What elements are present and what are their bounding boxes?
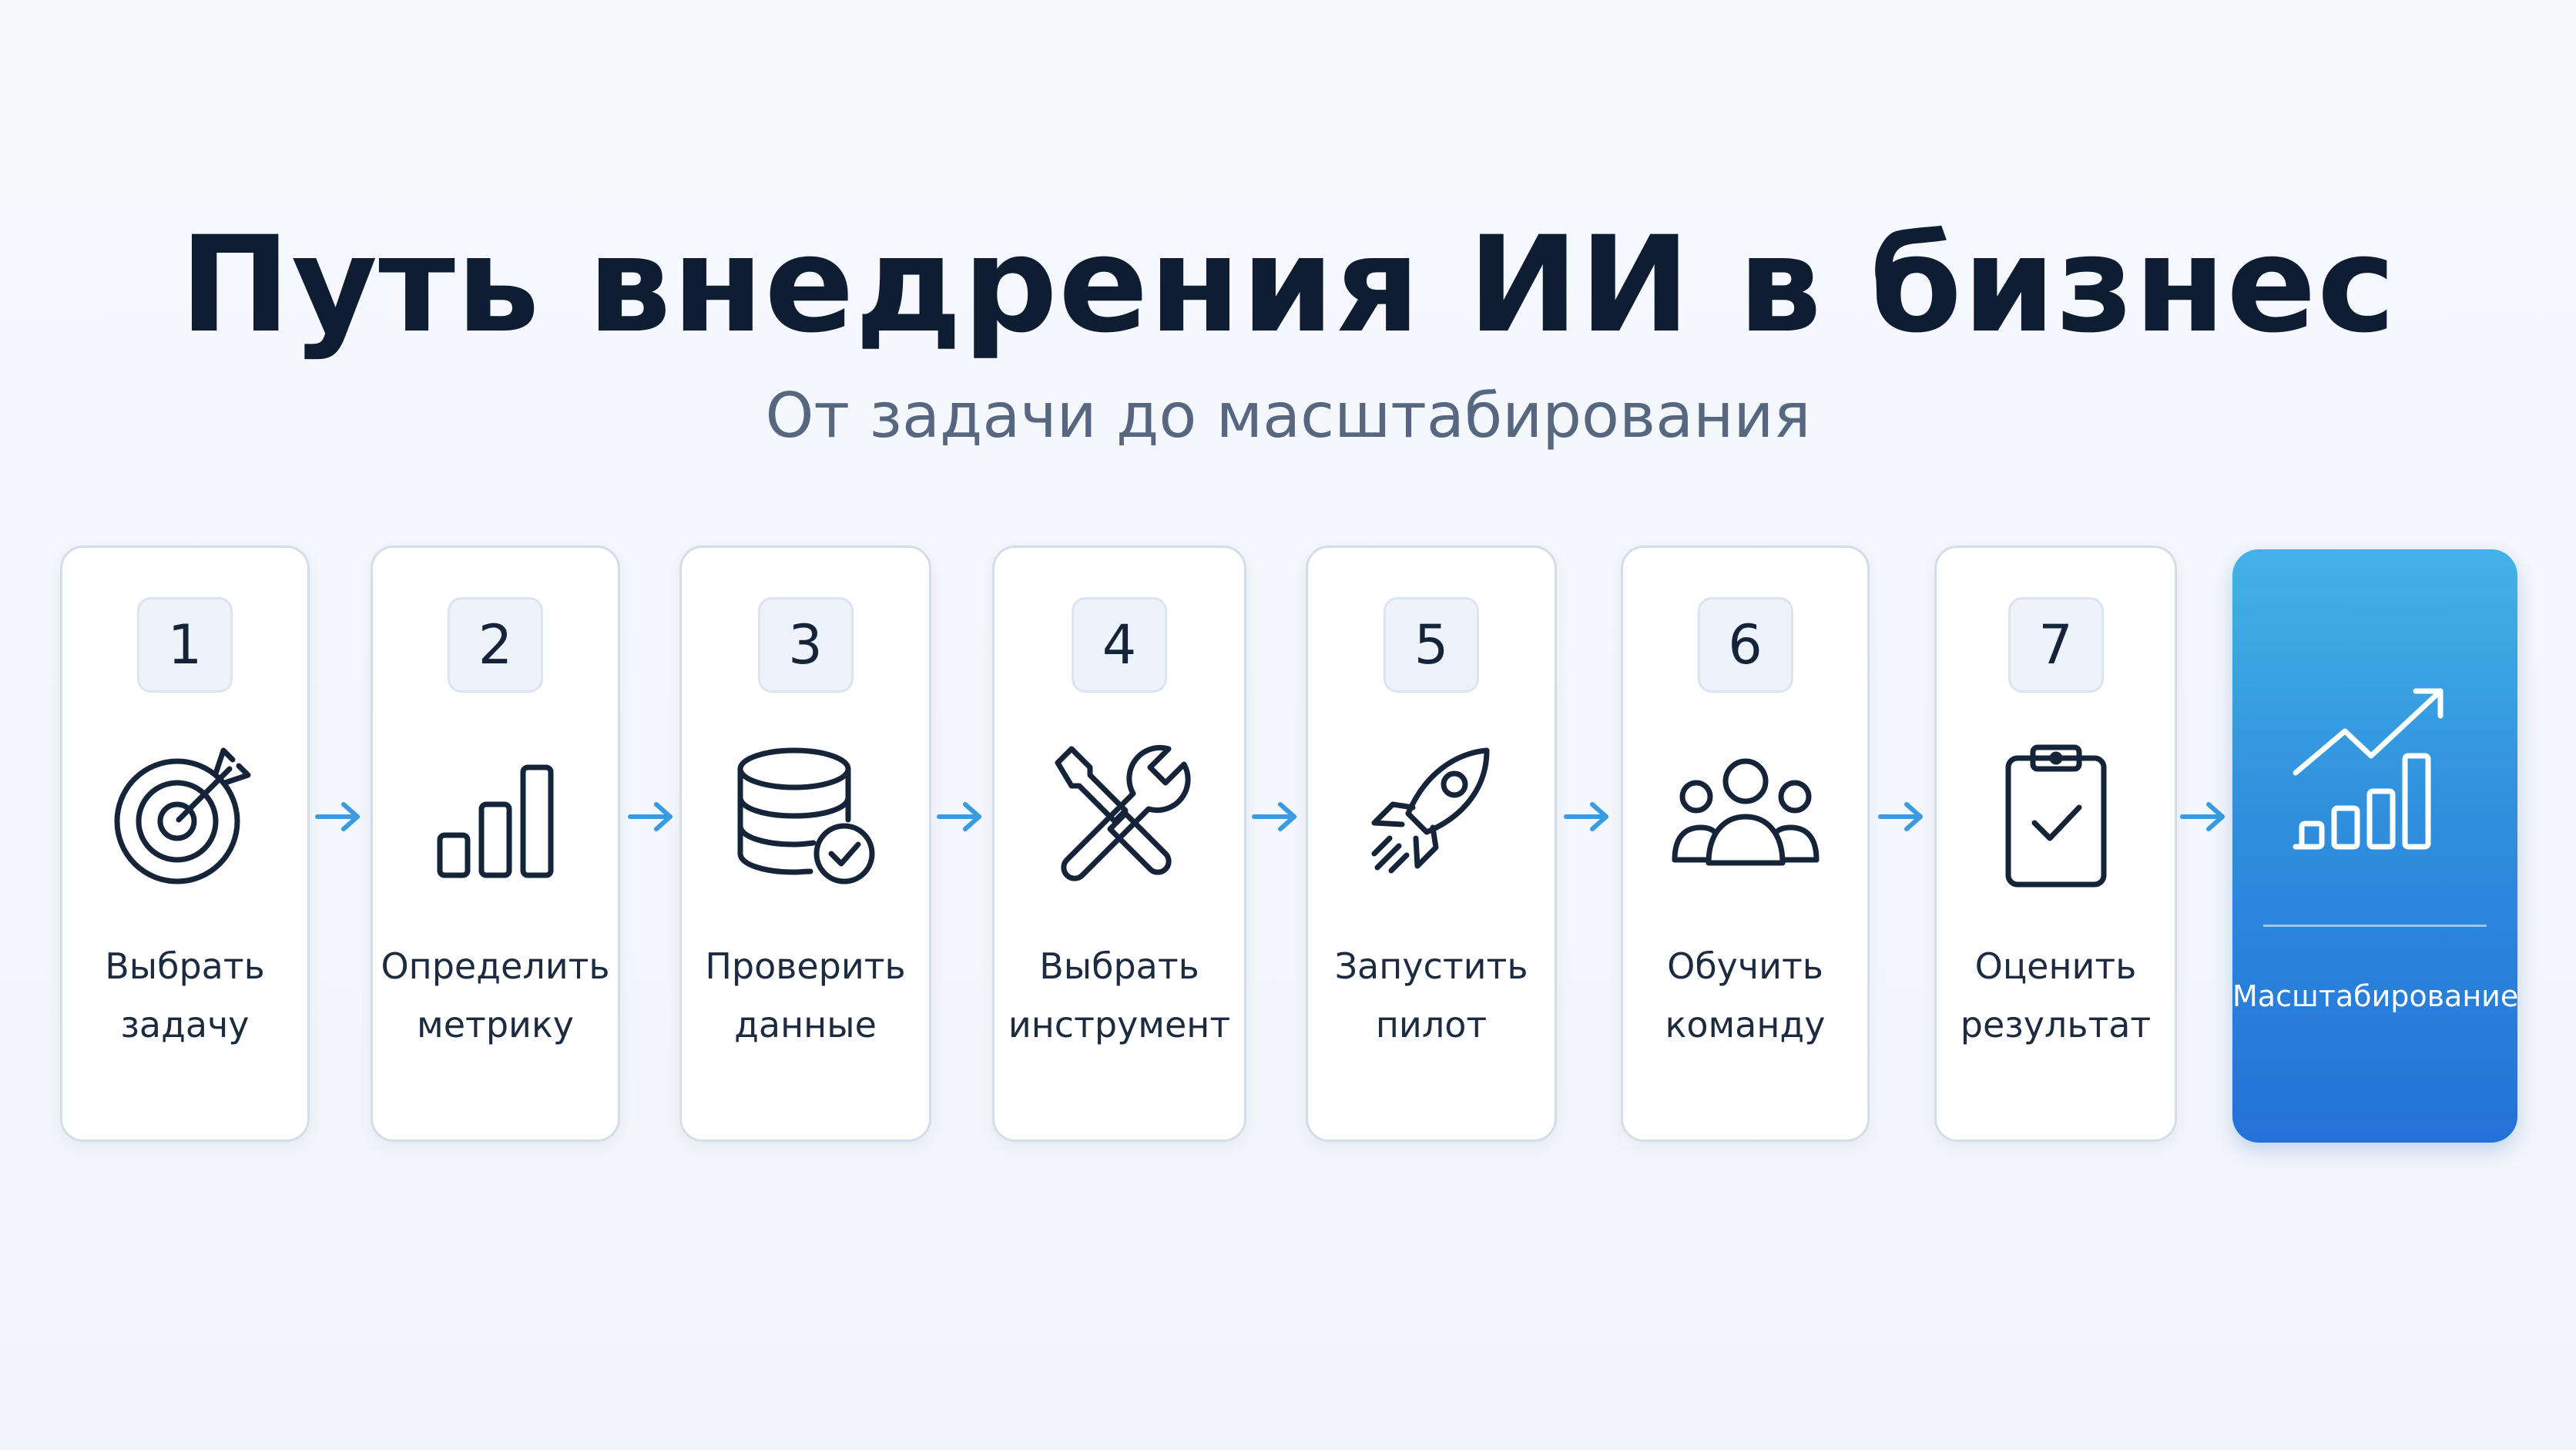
step-card-2: 2 Определить метрику: [371, 545, 620, 1142]
step-label: Проверить данные: [705, 945, 906, 1046]
final-step-label: Масштабирование: [2232, 979, 2519, 1013]
target-icon: [108, 737, 262, 891]
step-number-badge: 4: [1072, 597, 1167, 693]
step-label: Определить метрику: [381, 945, 610, 1046]
final-step-divider: [2263, 925, 2487, 927]
arrow-right-icon: [2176, 797, 2230, 836]
team-icon: [1669, 737, 1823, 891]
arrow-right-icon: [624, 797, 678, 836]
database-check-icon: [729, 737, 883, 891]
bar-chart-icon: [418, 737, 572, 891]
step-number-badge: 7: [2007, 597, 2104, 693]
growth-chart-icon: [2286, 680, 2464, 858]
step-card-6: 6 Обучить команду: [1621, 545, 1870, 1142]
step-label: Запустить пилот: [1334, 945, 1528, 1046]
step-label: Выбрать инструмент: [1008, 945, 1231, 1046]
rocket-icon: [1354, 737, 1508, 891]
page-subtitle: От задачи до масштабирования: [765, 380, 1811, 451]
step-label: Выбрать задачу: [105, 945, 265, 1046]
tools-icon: [1042, 737, 1196, 891]
step-label: Обучить команду: [1665, 945, 1826, 1046]
step-number-badge: 6: [1697, 597, 1793, 693]
step-number-badge: 2: [448, 597, 543, 693]
page-title: Путь внедрения ИИ в бизнес: [179, 207, 2397, 362]
step-card-4: 4 Выбрать инструмент: [992, 545, 1246, 1142]
step-card-5: 5 Запустить пилот: [1306, 545, 1557, 1142]
step-label: Оценить результат: [1960, 945, 2152, 1046]
step-card-3: 3 Проверить данные: [679, 545, 931, 1142]
step-card-1: 1 Выбрать задачу: [60, 545, 310, 1142]
final-step-card: Масштабирование: [2232, 549, 2519, 1143]
arrow-right-icon: [1248, 797, 1302, 836]
arrow-right-icon: [1560, 797, 1614, 836]
step-number-badge: 3: [757, 597, 854, 693]
step-card-7: 7 Оценить результат: [1934, 545, 2177, 1142]
step-number-badge: 1: [137, 597, 233, 693]
arrow-right-icon: [933, 797, 987, 836]
clipboard-check-icon: [1979, 737, 2133, 891]
arrow-right-icon: [311, 797, 365, 836]
arrow-right-icon: [1874, 797, 1928, 836]
step-number-badge: 5: [1384, 597, 1479, 693]
